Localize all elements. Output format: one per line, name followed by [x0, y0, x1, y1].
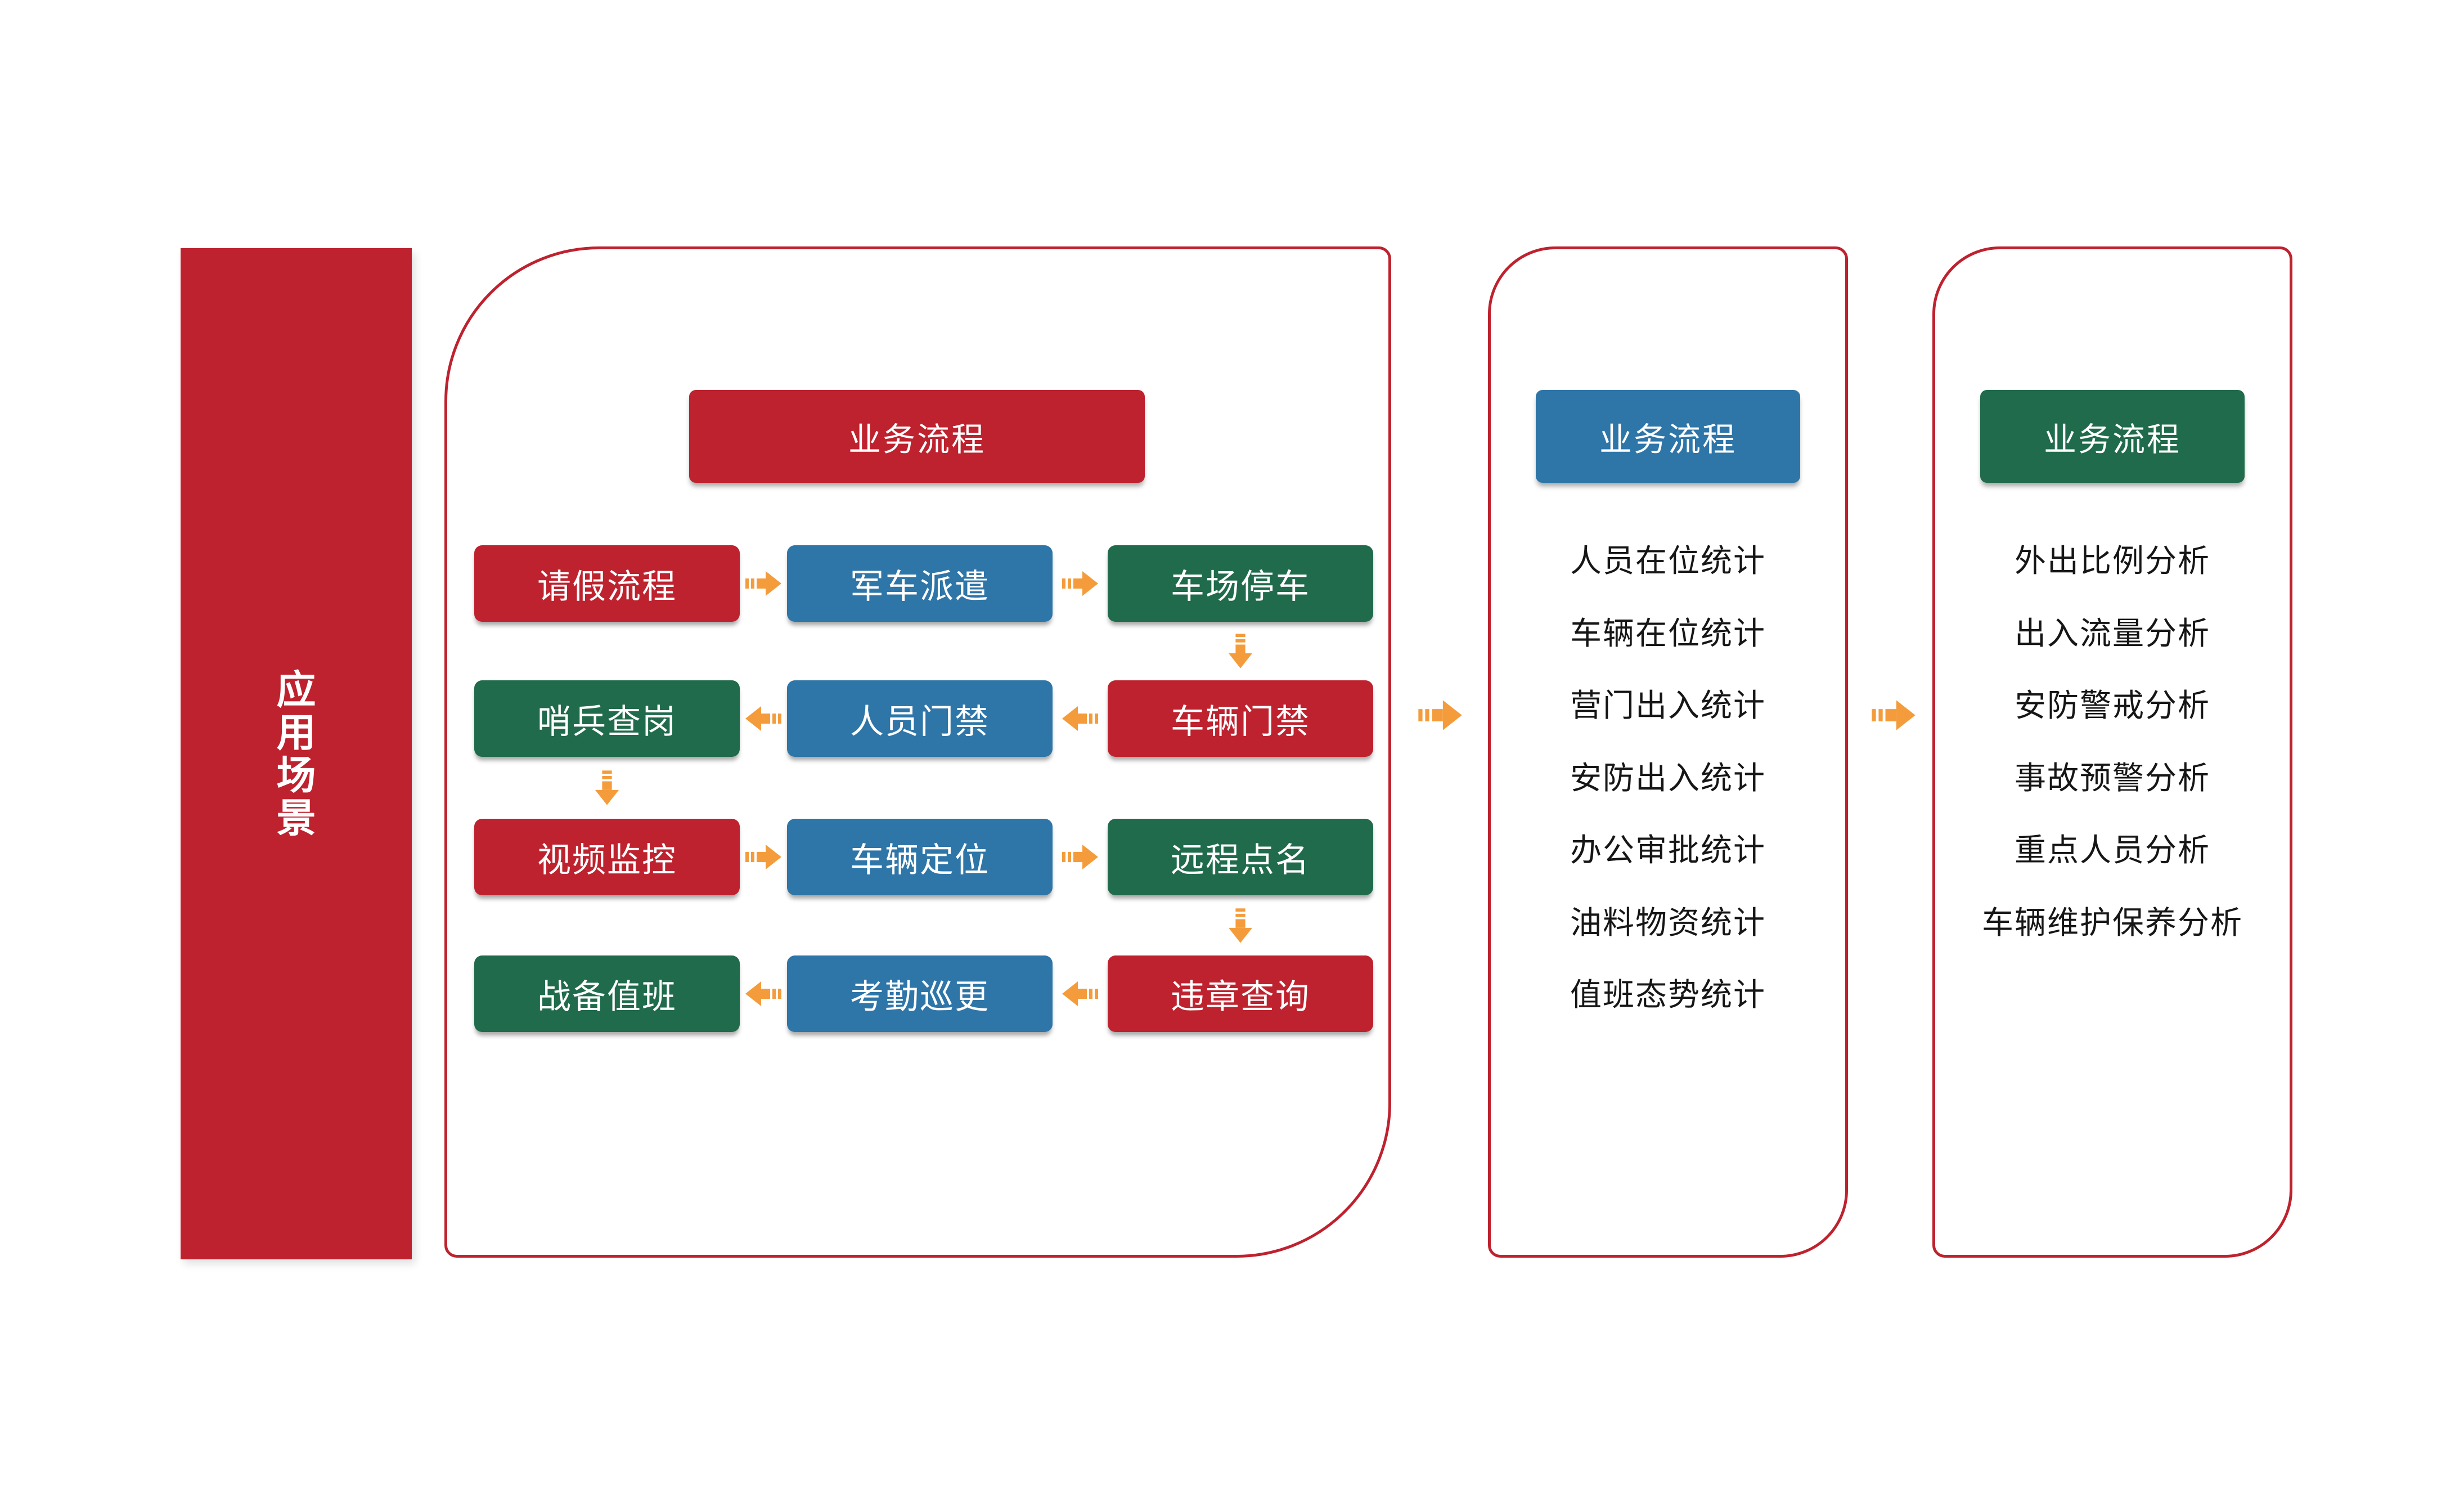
statistics-item: 营门出入统计	[1570, 688, 1766, 723]
flow-box: 视频监控	[474, 819, 740, 895]
flow-box-label: 视频监控	[537, 841, 677, 879]
statistics-item: 办公审批统计	[1570, 832, 1766, 868]
application-scenarios-char: 用	[276, 710, 316, 755]
analysis-item: 重点人员分析	[2015, 832, 2210, 868]
analysis-item: 事故预警分析	[2015, 760, 2210, 796]
application-scenarios-char: 景	[276, 796, 316, 840]
statistics-item: 人员在位统计	[1570, 543, 1766, 578]
flow-box: 车辆门禁	[1108, 680, 1373, 757]
striped-arrow-right-icon	[745, 844, 781, 871]
flow-box: 远程点名	[1108, 819, 1373, 895]
flow-box: 请假流程	[474, 545, 740, 622]
application-scenarios-char: 场	[276, 753, 316, 797]
striped-arrow-down-icon	[1227, 906, 1253, 945]
flow-box-label: 远程点名	[1171, 841, 1310, 879]
analysis-panel: 业务流程 外出比例分析出入流量分析安防警戒分析事故预警分析重点人员分析车辆维护保…	[1932, 246, 2292, 1258]
statistics-item: 车辆在位统计	[1570, 615, 1766, 651]
analysis-item: 安防警戒分析	[2015, 688, 2210, 723]
process-flow-header: 业务流程	[689, 390, 1145, 483]
statistics-header: 业务流程	[1536, 390, 1800, 483]
analysis-item: 外出比例分析	[2015, 543, 2210, 578]
striped-arrow-left-icon	[1062, 980, 1098, 1007]
flow-box-label: 车辆定位	[850, 841, 990, 879]
flow-box-label: 军车派遣	[850, 567, 990, 605]
flow-box: 车场停车	[1108, 545, 1373, 622]
analysis-item: 车辆维护保养分析	[1982, 904, 2243, 940]
striped-arrow-left-icon	[745, 980, 781, 1007]
flow-box-label: 战备值班	[537, 977, 677, 1016]
flow-box: 军车派遣	[787, 545, 1053, 622]
striped-arrow-left-icon	[1062, 705, 1098, 732]
striped-arrow-left-icon	[745, 705, 781, 732]
statistics-list: 人员在位统计车辆在位统计营门出入统计安防出入统计办公审批统计油料物资统计值班态势…	[1491, 249, 1845, 1255]
process-flow-panel: 业务流程 请假流程 军车派遣 车场停车哨兵查岗 人员门禁 车辆门禁视频监控 车辆定位 远程点…	[444, 246, 1391, 1258]
flow-box-label: 违章查询	[1171, 977, 1310, 1016]
statistics-item: 安防出入统计	[1570, 760, 1766, 796]
application-scenarios-label: 应用场景	[277, 669, 316, 840]
flow-box-label: 请假流程	[537, 567, 677, 605]
statistics-item: 值班态势统计	[1570, 977, 1766, 1012]
striped-arrow-right-icon	[745, 570, 781, 597]
flow-box: 车辆定位	[787, 819, 1053, 895]
flow-box: 违章查询	[1108, 955, 1373, 1032]
flow-box: 哨兵查岗	[474, 680, 740, 757]
striped-arrow-down-icon	[1227, 631, 1253, 671]
process-flow-grid: 请假流程 军车派遣 车场停车哨兵查岗 人员门禁 车辆门禁视频监控 车辆定位 远程点名战备值班…	[447, 249, 1388, 1255]
flow-box: 战备值班	[474, 955, 740, 1032]
flow-box: 人员门禁	[787, 680, 1053, 757]
panel-link-arrow-icon	[1418, 699, 1462, 732]
process-flow-header-label: 业务流程	[848, 421, 986, 458]
analysis-header-label: 业务流程	[2043, 421, 2181, 458]
flow-box-label: 哨兵查岗	[537, 702, 677, 741]
flow-box-label: 人员门禁	[850, 702, 990, 741]
flow-box-label: 考勤巡更	[850, 977, 990, 1016]
application-scenarios-bar: 应用场景	[181, 248, 412, 1259]
striped-arrow-down-icon	[594, 768, 620, 807]
analysis-item: 出入流量分析	[2015, 615, 2210, 651]
flow-box: 考勤巡更	[787, 955, 1053, 1032]
application-scenarios-char: 应	[276, 667, 316, 712]
statistics-header-label: 业务流程	[1599, 421, 1737, 458]
flow-box-label: 车辆门禁	[1171, 702, 1310, 741]
analysis-header: 业务流程	[1980, 390, 2245, 483]
striped-arrow-right-icon	[1062, 570, 1098, 597]
statistics-panel: 业务流程 人员在位统计车辆在位统计营门出入统计安防出入统计办公审批统计油料物资统…	[1488, 246, 1848, 1258]
panel-link-arrow-icon	[1872, 699, 1916, 732]
analysis-list: 外出比例分析出入流量分析安防警戒分析事故预警分析重点人员分析车辆维护保养分析	[1935, 249, 2290, 1255]
statistics-item: 油料物资统计	[1570, 904, 1766, 940]
flow-box-label: 车场停车	[1171, 567, 1310, 605]
striped-arrow-right-icon	[1062, 844, 1098, 871]
